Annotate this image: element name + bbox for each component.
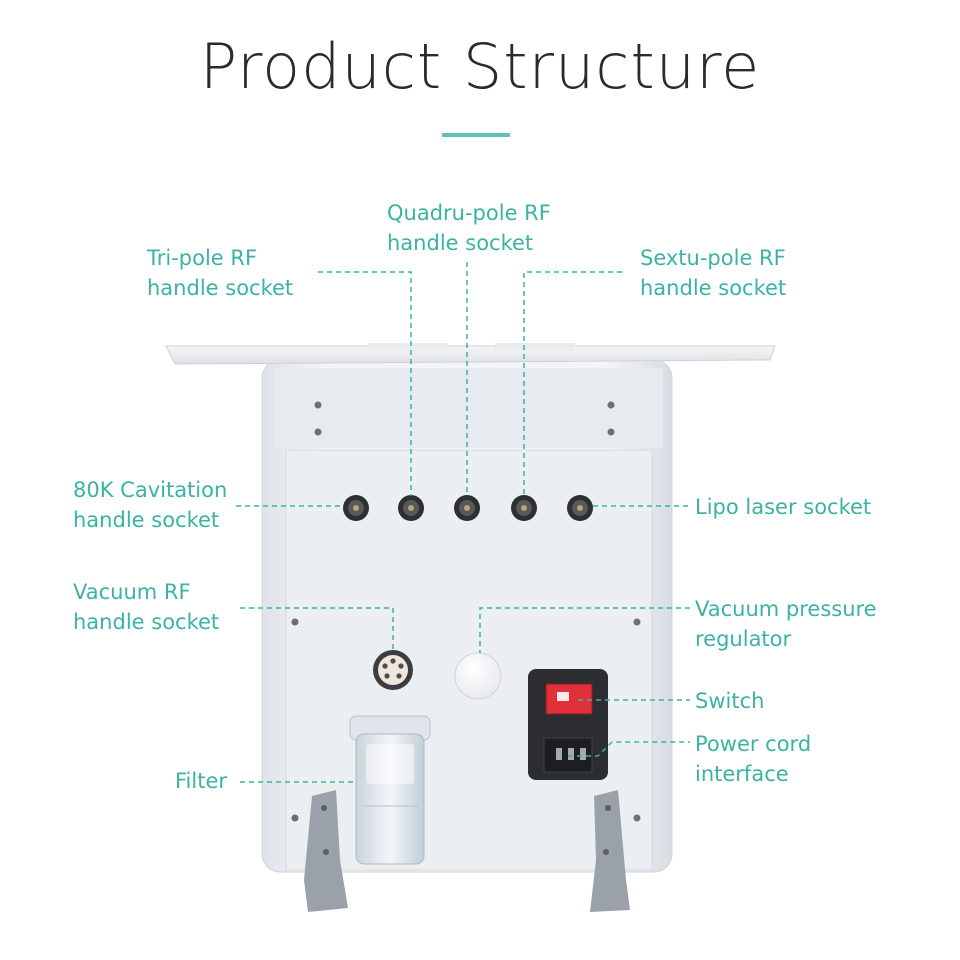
label-line: Quadru-pole RF bbox=[387, 201, 551, 225]
socket-lipo-laser bbox=[567, 495, 593, 521]
label-tri-pole: Tri-pole RF handle socket bbox=[147, 243, 293, 303]
leader-power-cord bbox=[568, 741, 690, 757]
filter-canister bbox=[349, 715, 431, 865]
power-switch bbox=[545, 683, 593, 715]
label-power-cord: Power cord interface bbox=[695, 729, 811, 789]
label-cavitation: 80K Cavitation handle socket bbox=[73, 475, 227, 535]
vacuum-regulator-knob bbox=[454, 652, 502, 700]
label-line: Power cord bbox=[695, 732, 812, 756]
leader-sextu-pole bbox=[523, 271, 622, 496]
label-line: Sextu-pole RF bbox=[640, 246, 786, 270]
label-filter: Filter bbox=[175, 766, 227, 796]
label-line: Lipo laser socket bbox=[695, 495, 872, 519]
label-line: Vacuum pressure bbox=[695, 597, 877, 621]
label-line: Filter bbox=[175, 769, 228, 793]
device-feet bbox=[304, 790, 630, 912]
page-title: Product Structure bbox=[199, 30, 761, 103]
label-line: Vacuum RF bbox=[73, 580, 191, 604]
screws bbox=[291, 401, 641, 822]
label-line: handle socket bbox=[73, 610, 220, 634]
label-switch: Switch bbox=[695, 686, 764, 716]
label-line: handle socket bbox=[147, 276, 294, 300]
label-line: regulator bbox=[695, 627, 792, 651]
label-sextu-pole: Sextu-pole RF handle socket bbox=[640, 243, 786, 303]
label-line: handle socket bbox=[640, 276, 787, 300]
leader-lines bbox=[236, 262, 690, 783]
label-lipo-laser: Lipo laser socket bbox=[695, 492, 871, 522]
label-line: interface bbox=[695, 762, 789, 786]
leader-vacuum-regulator bbox=[479, 607, 690, 653]
title-underline bbox=[442, 133, 510, 137]
handle-sockets bbox=[343, 495, 593, 521]
top-tray bbox=[165, 343, 776, 365]
socket-tri-pole bbox=[398, 495, 424, 521]
label-vacuum-rf: Vacuum RF handle socket bbox=[73, 577, 219, 637]
label-line: 80K Cavitation bbox=[73, 478, 228, 502]
socket-sextu-pole bbox=[511, 495, 537, 521]
socket-vacuum-rf bbox=[373, 650, 413, 690]
leader-vacuum-rf bbox=[240, 607, 394, 650]
power-cord-socket bbox=[543, 737, 593, 773]
socket-quadru-pole bbox=[454, 495, 480, 521]
label-quadru-pole: Quadru-pole RF handle socket bbox=[387, 198, 551, 258]
label-line: handle socket bbox=[387, 231, 534, 255]
label-line: handle socket bbox=[73, 508, 220, 532]
leader-tri-pole bbox=[318, 271, 412, 496]
power-panel bbox=[528, 669, 608, 780]
label-line: Switch bbox=[695, 689, 765, 713]
socket-cavitation bbox=[343, 495, 369, 521]
label-vacuum-regulator: Vacuum pressure regulator bbox=[695, 594, 877, 654]
label-line: Tri-pole RF bbox=[147, 246, 258, 270]
